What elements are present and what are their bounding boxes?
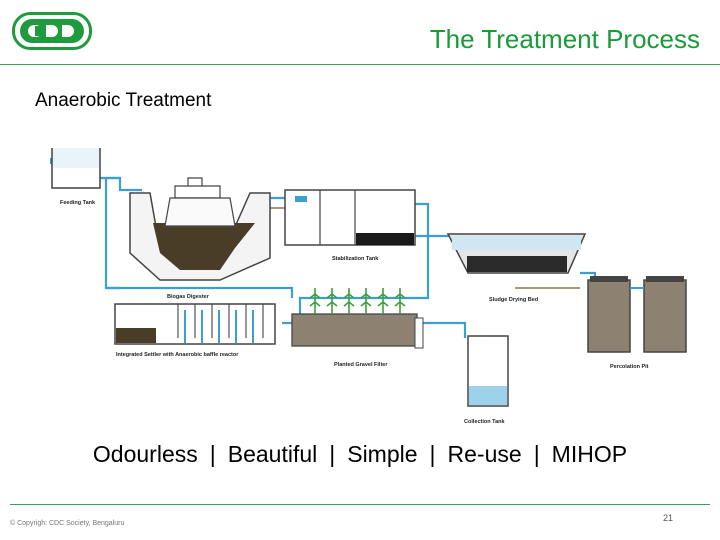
footer-divider: [10, 504, 710, 505]
feeding-tank: [50, 148, 101, 189]
tagline-separator: |: [429, 441, 436, 467]
biogas-digester: [129, 177, 271, 281]
settler-abr-label: Integrated Settler with Anaerobic baffle…: [116, 352, 239, 358]
stabilization-tank: [284, 189, 416, 246]
tagline-item-reuse: Re-use: [447, 441, 522, 467]
feeding-tank-label: Feeding Tank: [60, 200, 96, 206]
cdd-logo: [12, 12, 92, 50]
tagline-item-beautiful: Beautiful: [227, 441, 318, 467]
tagline-item-mihop: MIHOP: [551, 441, 628, 467]
tagline-item-simple: Simple: [347, 441, 418, 467]
tagline-separator: |: [209, 441, 216, 467]
percolation-pit: [587, 276, 687, 353]
planted-gravel-filter: [291, 288, 424, 349]
copyright-notice: © Copyrigh: CDC Society, Bengaluru: [10, 520, 125, 527]
header-divider: [0, 64, 720, 65]
slide-title: The Treatment Process: [429, 24, 700, 54]
collection-tank-label: Collection Tank: [464, 419, 505, 425]
tagline-item-odourless: Odourless: [92, 441, 198, 467]
sludge-drying-bed: [446, 233, 587, 274]
percolation-pit-label: Percolation Pit: [610, 364, 649, 370]
settler-abr: [114, 303, 276, 345]
collection-tank: [467, 335, 509, 407]
tagline-separator: |: [329, 441, 336, 467]
planted-gravel-filter-label: Planted Gravel Filter: [334, 362, 388, 368]
biogas-digester-label: Biogas Digester: [167, 294, 210, 300]
stabilization-tank-label: Stabilization Tank: [332, 256, 379, 262]
benefits-tagline: Odourless | Beautiful | Simple | Re-use | MIHOP: [0, 441, 720, 468]
tagline-separator: |: [533, 441, 540, 467]
pipes: [100, 176, 597, 338]
section-subtitle: Anaerobic Treatment: [35, 90, 212, 111]
sludge-drying-bed-label: Sludge Drying Bed: [489, 297, 538, 303]
treatment-process-diagram: Feeding Tank Biogas Digester Stabilizati…: [50, 148, 687, 425]
page-number: 21: [663, 513, 674, 523]
